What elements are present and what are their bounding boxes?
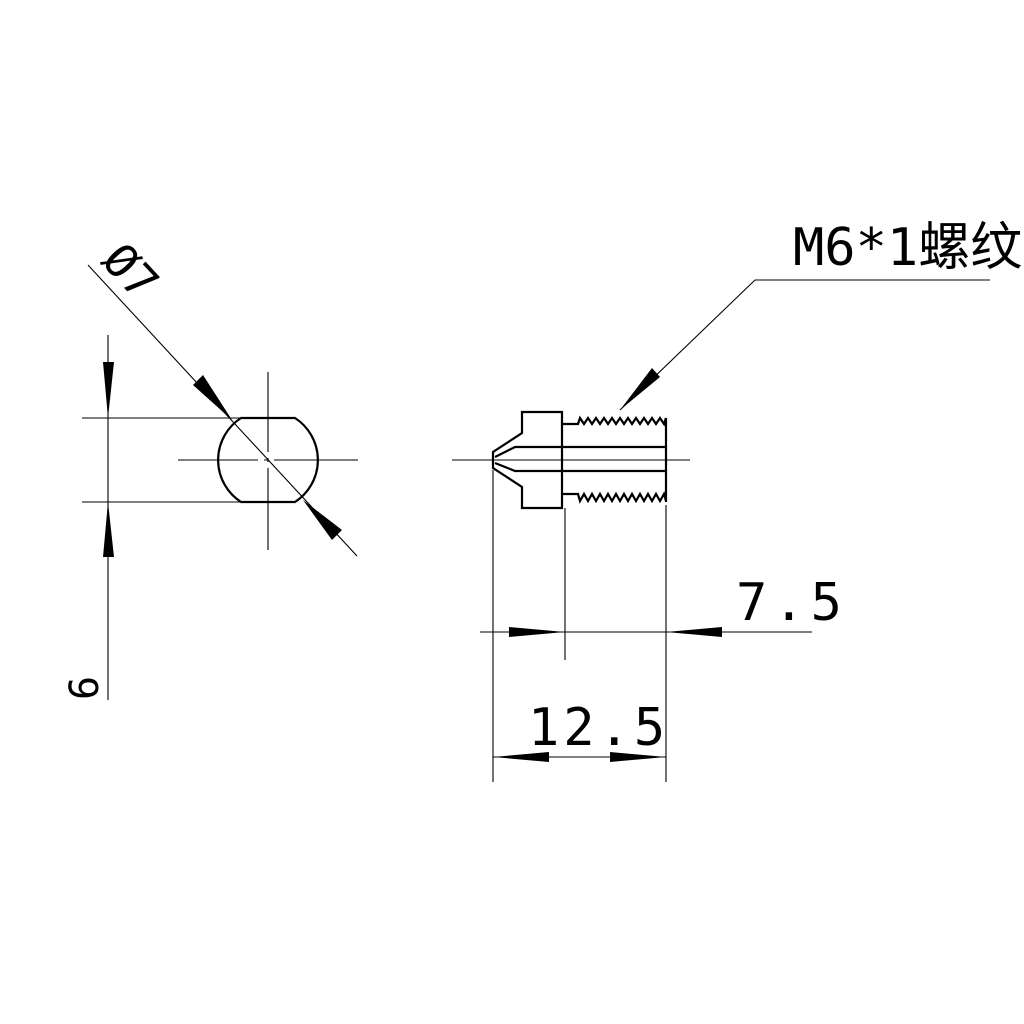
nozzle-head — [491, 410, 564, 510]
thread-length-label: 7.5 — [736, 573, 848, 633]
arrow-right-end-icon — [610, 752, 666, 762]
arrow-diagonal-out-icon — [303, 500, 342, 540]
arrow-up-icon — [103, 502, 114, 557]
front-view: 6 Ø7 — [62, 233, 358, 700]
arrow-diagonal-in-icon — [193, 375, 232, 420]
arrow-leader-icon — [620, 368, 660, 410]
total-length-label: 12.5 — [528, 698, 669, 758]
nozzle-flat-circle — [217, 416, 319, 504]
arrow-down-icon — [103, 362, 114, 418]
arrow-left-end-icon — [493, 752, 549, 762]
side-view: 7.5 12.5 M6*1螺纹 — [452, 218, 1022, 782]
diameter-dimension-label: Ø7 — [92, 233, 169, 310]
nozzle-bore — [494, 445, 666, 473]
thread-spec-label: M6*1螺纹 — [793, 218, 1022, 278]
arrow-right-icon — [509, 627, 565, 637]
arrow-left-icon — [666, 627, 722, 637]
thread-leader-line — [619, 279, 990, 411]
height-dimension-label: 6 — [62, 676, 108, 700]
thread-top — [562, 415, 668, 427]
thread-bottom — [562, 491, 668, 504]
